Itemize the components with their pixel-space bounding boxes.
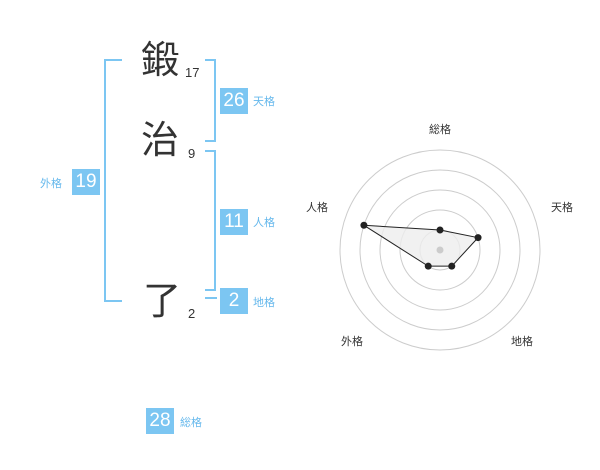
soukaku-value: 28 [146, 408, 174, 434]
gaikaku-value: 19 [72, 169, 100, 195]
gaikaku-bracket [104, 59, 122, 302]
radar-axis-label-gaikaku: 外格 [341, 335, 363, 348]
chikaku-bracket [205, 297, 217, 299]
radar-grid-ring [359, 169, 521, 331]
radar-point-2 [474, 234, 482, 242]
gaikaku-label: 外格 [40, 177, 62, 190]
name-char-2: 治 [141, 118, 180, 162]
radar-point-3 [448, 262, 456, 270]
soukaku-label: 総格 [180, 416, 202, 429]
radar-axis-label-tenkaku: 天格 [551, 201, 573, 214]
radar-center-dot [436, 246, 444, 254]
stroke-count-2: 9 [188, 146, 196, 161]
stroke-count-1: 17 [185, 65, 200, 80]
radar-grid-ring [339, 149, 541, 351]
chikaku-value: 2 [220, 288, 248, 314]
radar-point-4 [424, 262, 432, 270]
chikaku-label: 地格 [253, 296, 275, 309]
name-char-1: 鍛 [141, 38, 180, 82]
radar-grid-ring [379, 189, 501, 311]
radar-series-area [363, 224, 480, 267]
radar-grid-ring [399, 209, 481, 291]
jinkaku-bracket [205, 150, 216, 291]
tenkaku-value: 26 [220, 88, 248, 114]
stroke-count-3: 2 [188, 306, 196, 321]
radar-axis-label-soukaku: 総格 [429, 123, 451, 136]
tenkaku-bracket [205, 59, 216, 142]
tenkaku-label: 天格 [253, 95, 275, 108]
radar-axis-label-jinkaku: 人格 [306, 201, 328, 214]
jinkaku-label: 人格 [253, 216, 275, 229]
name-char-3: 了 [143, 279, 182, 323]
radar-point-1 [436, 226, 444, 234]
jinkaku-value: 11 [220, 209, 248, 235]
radar-point-5 [360, 221, 368, 229]
radar-axis-label-chikaku: 地格 [511, 335, 533, 348]
